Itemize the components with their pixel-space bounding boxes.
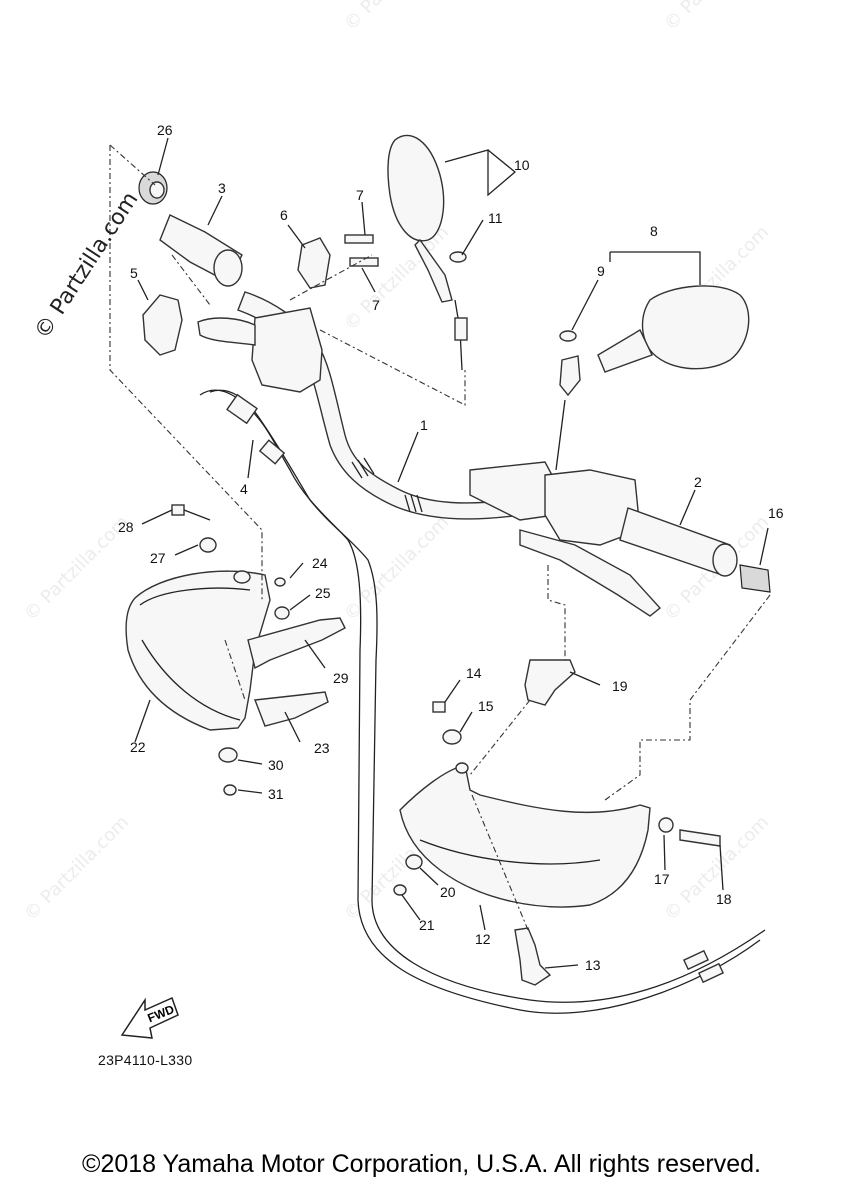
callout-13: 13 — [585, 957, 601, 973]
cables — [199, 389, 766, 1014]
headlight-cowl — [125, 570, 271, 731]
callout-4: 4 — [240, 481, 248, 497]
callout-19: 19 — [612, 678, 628, 694]
callout-17: 17 — [654, 871, 670, 887]
lever-bracket — [142, 294, 183, 356]
callout-9: 9 — [597, 263, 605, 279]
callout-23: 23 — [314, 740, 330, 756]
callout-21: 21 — [419, 917, 435, 933]
callout-8: 8 — [650, 223, 658, 239]
headlight-bracket-upper — [247, 617, 346, 670]
left-control-housing — [197, 307, 323, 393]
master-cylinder-holder — [297, 234, 379, 289]
callout-5: 5 — [130, 265, 138, 281]
callout-15: 15 — [478, 698, 494, 714]
callout-25: 25 — [315, 585, 331, 601]
headlight-bracket-lower — [254, 691, 329, 727]
diagram-code: 23P4110-L330 — [98, 1052, 193, 1068]
callout-12: 12 — [475, 931, 491, 947]
right-mirror — [555, 285, 750, 471]
callout-1: 1 — [420, 417, 428, 433]
callout-31: 31 — [268, 786, 284, 802]
hand-guard-stay — [514, 927, 552, 986]
hand-guard-bracket — [524, 659, 576, 706]
small-fasteners-right — [393, 701, 721, 896]
callout-24: 24 — [312, 555, 328, 571]
callout-22: 22 — [130, 739, 146, 755]
leader-lines — [109, 144, 771, 931]
callout-7-lower: 7 — [372, 297, 380, 313]
callout-30: 30 — [268, 757, 284, 773]
callout-leaders — [134, 137, 769, 969]
left-grip — [159, 214, 243, 287]
left-grip-end-cap — [138, 171, 168, 205]
callout-11: 11 — [488, 210, 503, 226]
callout-16: 16 — [768, 505, 784, 521]
copyright-notice: ©2018 Yamaha Motor Corporation, U.S.A. A… — [82, 1150, 761, 1178]
callout-29: 29 — [333, 670, 349, 686]
small-fasteners-left — [171, 504, 290, 796]
callout-3: 3 — [218, 180, 226, 196]
callout-28: 28 — [118, 519, 134, 535]
callout-20: 20 — [440, 884, 456, 900]
right-grip — [619, 507, 738, 577]
left-mirror — [387, 134, 468, 371]
callout-18: 18 — [716, 891, 732, 907]
right-grip-end-cap — [739, 564, 771, 593]
hand-guard — [399, 762, 651, 908]
callout-2: 2 — [694, 474, 702, 490]
callout-6: 6 — [280, 207, 288, 223]
callout-26: 26 — [157, 122, 173, 138]
callout-10: 10 — [514, 157, 530, 173]
callout-7-upper: 7 — [356, 187, 364, 203]
callout-14: 14 — [466, 665, 482, 681]
right-control-housing — [469, 461, 662, 617]
callout-27: 27 — [150, 550, 166, 566]
fwd-arrow-icon: FWD — [120, 996, 179, 1039]
